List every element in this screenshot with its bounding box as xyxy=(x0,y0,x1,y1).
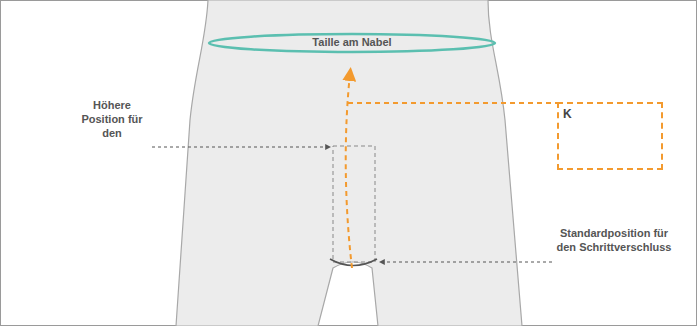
crotch-closure xyxy=(330,259,377,266)
leader-line xyxy=(152,147,330,148)
measure-leader xyxy=(348,102,557,104)
waist-line xyxy=(209,34,495,52)
leader-line xyxy=(380,262,552,263)
position-label: Höhere Position für den xyxy=(81,98,143,140)
body-outline xyxy=(176,0,522,326)
box-letter: K xyxy=(559,104,576,124)
measure-box: K xyxy=(557,102,663,170)
waist-label: Taille am Nabel xyxy=(312,35,391,49)
higher-position-zone xyxy=(333,146,375,262)
position-label: Standardposition für den Schrittverschlu… xyxy=(557,226,672,254)
